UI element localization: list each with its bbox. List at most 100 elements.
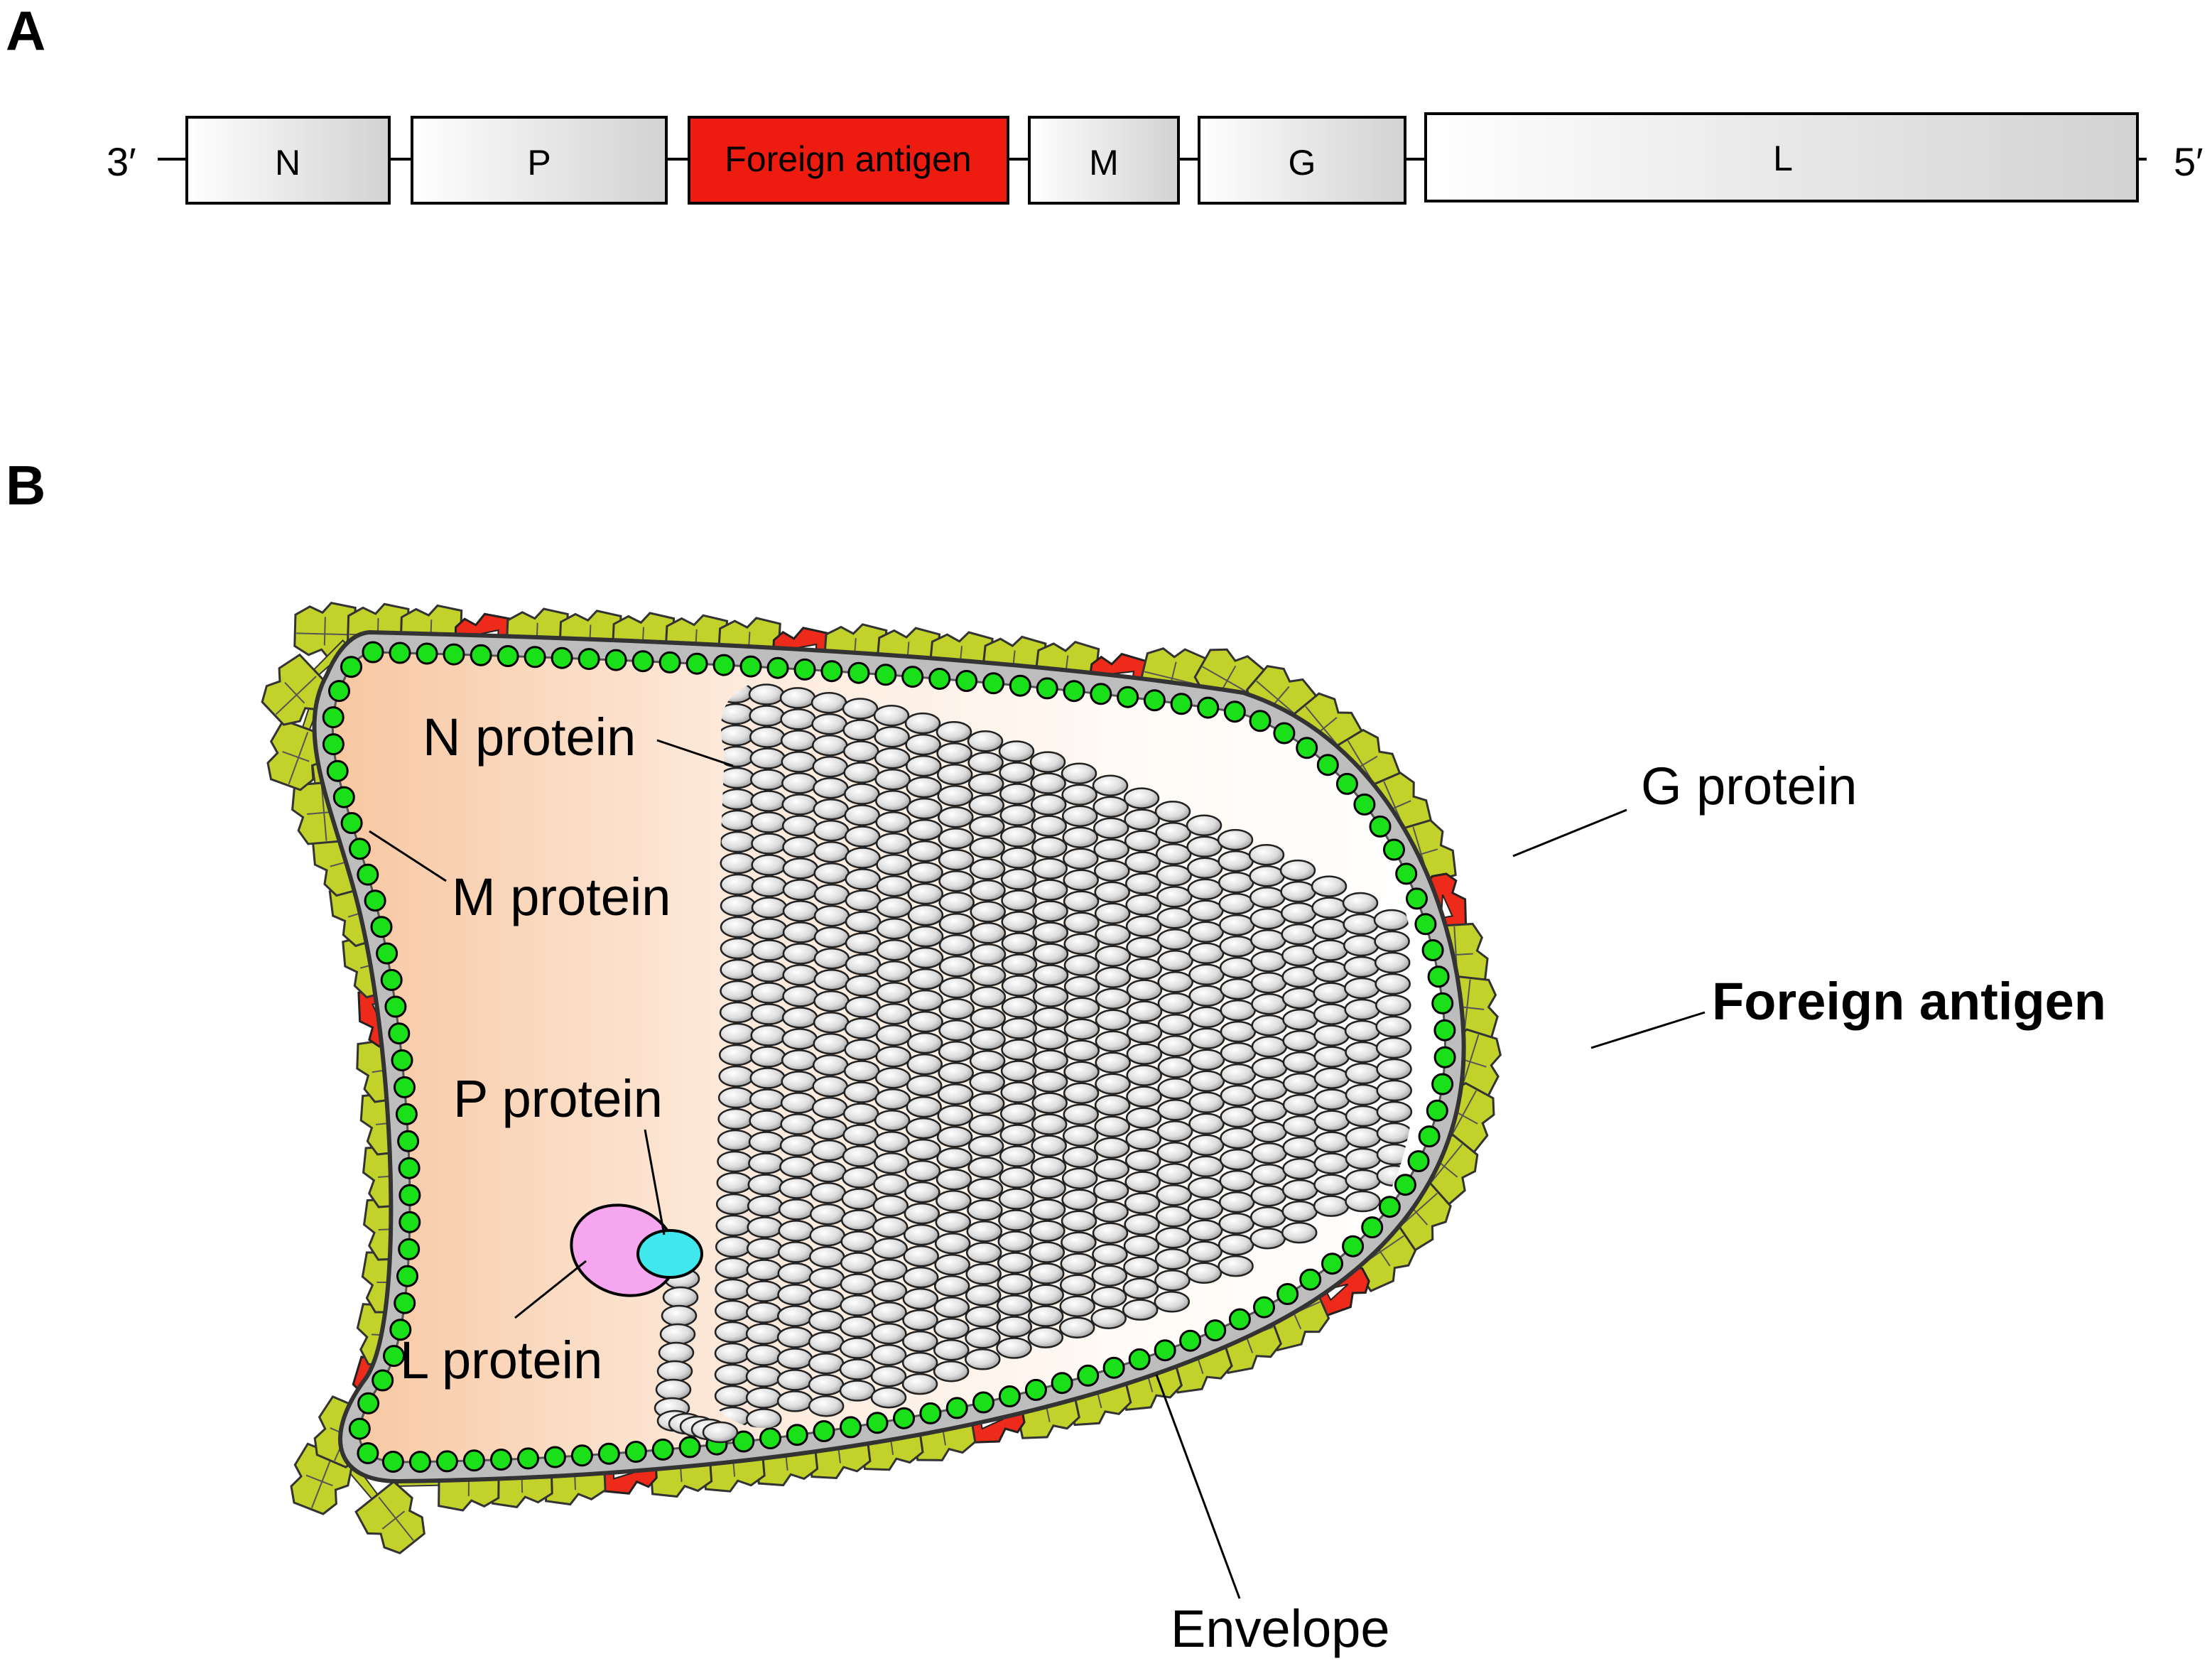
- n-protein-bead: [874, 1066, 911, 1089]
- n-protein-bead: [1125, 872, 1161, 894]
- n-protein-bead: [1188, 921, 1224, 943]
- n-protein-bead: [1250, 1184, 1286, 1207]
- n-protein-bead: [1059, 1295, 1095, 1317]
- n-protein-bead: [781, 794, 818, 816]
- n-protein-bead: [1027, 1326, 1064, 1348]
- n-protein-bead: [777, 1305, 813, 1327]
- n-protein-bead: [876, 896, 913, 919]
- m-protein-bead: [1036, 677, 1058, 700]
- n-protein-bead: [1155, 843, 1192, 865]
- m-protein-bead: [578, 648, 600, 671]
- n-protein-bead: [938, 997, 975, 1020]
- n-protein-bead: [1344, 977, 1380, 1000]
- n-protein-bead: [999, 762, 1035, 784]
- n-protein-bead: [840, 1252, 877, 1274]
- n-protein-bead: [779, 1177, 815, 1199]
- n-protein-bead: [1218, 871, 1254, 894]
- m-protein-bead: [322, 733, 345, 756]
- n-protein-bead: [751, 854, 787, 876]
- n-protein-bead: [1311, 918, 1348, 940]
- n-protein-bead: [969, 858, 1006, 880]
- n-protein-bead: [845, 911, 882, 933]
- n-protein-bead: [779, 1135, 816, 1157]
- n-protein-bead: [906, 1074, 943, 1097]
- n-protein-bead: [936, 720, 972, 743]
- n-protein-bead: [1061, 805, 1098, 827]
- m-protein-bead: [470, 644, 492, 666]
- n-protein-bead: [780, 1092, 817, 1114]
- n-protein-bead: [1032, 1028, 1068, 1050]
- n-protein-bead: [906, 776, 942, 799]
- n-protein-bead: [840, 1316, 876, 1338]
- n-protein-bead: [715, 1193, 752, 1216]
- n-protein-bead: [1124, 1149, 1161, 1172]
- n-protein-bead: [1091, 1265, 1128, 1287]
- n-protein-bead: [1344, 1019, 1381, 1042]
- m-protein-bead: [543, 1446, 566, 1468]
- n-protein-bead: [1125, 915, 1162, 937]
- n-protein-bead: [1220, 1041, 1257, 1064]
- n-protein-bead: [782, 879, 819, 901]
- m-protein-bead: [462, 1449, 485, 1472]
- m-protein-bead: [1433, 1046, 1456, 1068]
- n-protein-bead: [1062, 1146, 1098, 1168]
- n-protein-bead: [872, 1194, 909, 1217]
- n-protein-bead: [813, 1032, 849, 1055]
- n-protein-bead: [813, 840, 850, 863]
- n-protein-bead: [1156, 865, 1192, 887]
- n-protein-bead: [1188, 985, 1225, 1007]
- n-protein-bead: [1156, 1163, 1193, 1185]
- n-protein-bead: [839, 1380, 876, 1402]
- m-protein-bead: [1170, 693, 1193, 715]
- n-protein-bead: [1219, 956, 1256, 979]
- n-protein-bead: [873, 704, 910, 727]
- n-protein-bead: [1030, 1177, 1066, 1199]
- m-protein-bead: [384, 995, 407, 1018]
- m-protein-bead: [1102, 1356, 1125, 1379]
- n-protein-bead: [938, 1061, 974, 1084]
- n-protein-bead: [776, 1369, 813, 1391]
- n-protein-bead: [933, 1275, 970, 1297]
- n-protein-bead: [839, 1358, 876, 1380]
- n-protein-bead: [1343, 913, 1379, 936]
- n-protein-bead: [1345, 1105, 1382, 1127]
- n-protein-bead: [813, 1011, 850, 1034]
- n-protein-bead: [1281, 1200, 1318, 1223]
- m-protein-bead: [332, 786, 355, 808]
- n-protein-bead: [907, 989, 943, 1012]
- n-protein-bead: [1282, 1008, 1318, 1031]
- n-protein-bead: [1063, 933, 1100, 955]
- n-protein-bead: [717, 1129, 754, 1152]
- m-protein-bead: [362, 641, 384, 664]
- n-protein-bead: [1186, 1240, 1222, 1263]
- n-protein-bead: [808, 1309, 845, 1332]
- n-protein-bead: [1093, 817, 1129, 839]
- n-protein-bead: [1282, 1029, 1318, 1052]
- n-protein-bead: [1344, 998, 1380, 1021]
- n-protein-bead: [811, 1118, 847, 1140]
- m-protein-bead: [813, 1420, 835, 1442]
- m-protein-bead: [381, 1451, 404, 1473]
- n-protein-bead: [1061, 1167, 1098, 1189]
- n-protein-bead: [1029, 751, 1066, 773]
- n-protein-bead: [1342, 892, 1379, 914]
- n-protein-bead: [751, 961, 787, 983]
- n-protein-bead: [1001, 911, 1037, 933]
- n-protein-bead: [1251, 1099, 1288, 1122]
- l-protein-leader-line: [514, 1260, 587, 1319]
- n-protein-bead: [1000, 847, 1036, 869]
- m-protein-bead: [1431, 992, 1454, 1015]
- gene-p-box: P: [411, 116, 668, 205]
- m-protein-bead: [1378, 1196, 1401, 1218]
- m-protein-bead: [739, 655, 762, 678]
- n-protein-bead: [719, 809, 756, 832]
- n-protein-bead: [906, 797, 943, 820]
- n-protein-bead: [998, 1209, 1034, 1231]
- n-protein-bead: [875, 1045, 911, 1068]
- m-protein-bead: [893, 1407, 915, 1429]
- n-protein-bead: [1122, 1299, 1159, 1321]
- n-protein-bead: [997, 1230, 1034, 1252]
- m-protein-bead: [348, 1417, 371, 1440]
- n-protein-bead: [1157, 1099, 1193, 1121]
- n-protein-bead: [1000, 826, 1036, 848]
